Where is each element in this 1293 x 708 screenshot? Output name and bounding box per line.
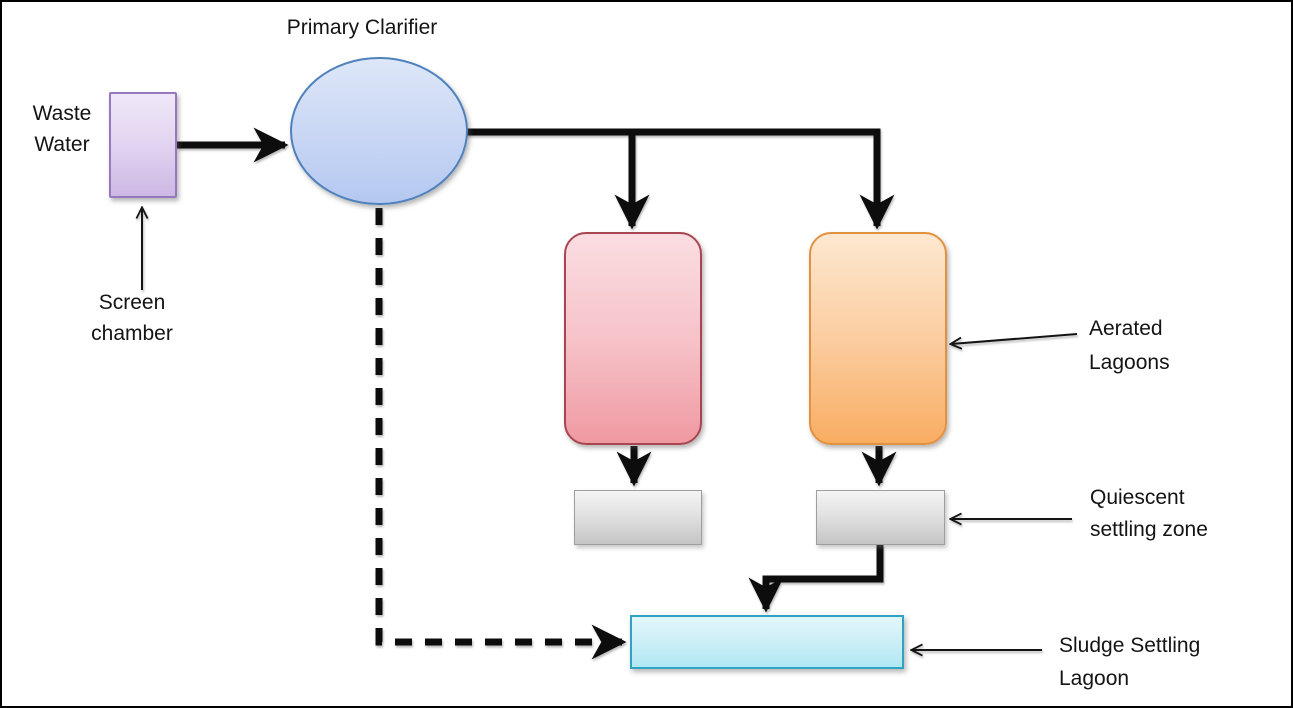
screen-chamber-label-line2: chamber (91, 322, 173, 345)
arrow-clarifier-to-sludge-dashed (375, 208, 627, 660)
aerated-lagoon-left (564, 232, 702, 445)
settling-zone-left (574, 490, 702, 545)
screen-chamber-label-line1: Screen (98, 291, 166, 314)
aerated-lagoon-right (809, 232, 947, 445)
sludge-label-line2: Lagoon (1059, 667, 1130, 690)
sludge-label-line1: Sludge Settling (1059, 634, 1201, 657)
primary-clarifier-ellipse (290, 57, 468, 205)
quiescent-label-line1: Quiescent (1090, 486, 1185, 509)
sludge-settling-lagoon-box (630, 615, 904, 669)
waste-water-label-line2: Water (34, 133, 90, 156)
waste-water-label: Waste Water (18, 98, 106, 160)
primary-clarifier-label: Primary Clarifier (286, 16, 438, 39)
arrow-settle-right-to-sludge (748, 545, 884, 613)
quiescent-label-line2: settling zone (1090, 518, 1208, 541)
arrow-clarifier-to-orange-lagoon (464, 128, 895, 230)
aerated-lagoons-label-line2: Lagoons (1089, 351, 1170, 374)
arrow-aerated-label-to-lagoon (951, 333, 1078, 344)
screen-chamber-label: Screen chamber (70, 287, 194, 349)
sludge-settling-lagoon-label: Sludge Settling Lagoon (1059, 629, 1200, 695)
quiescent-settling-zone-label: Quiescent settling zone (1090, 482, 1208, 546)
aerated-lagoons-label: Aerated Lagoons (1089, 312, 1170, 380)
screen-chamber-box (109, 92, 177, 198)
settling-zone-right (816, 490, 945, 545)
waste-water-label-line1: Waste (32, 102, 92, 125)
aerated-lagoons-label-line1: Aerated (1089, 317, 1163, 340)
